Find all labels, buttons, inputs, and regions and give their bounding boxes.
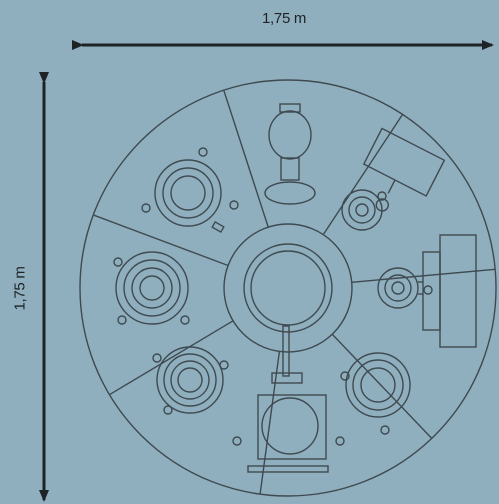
- hub-middle-ring: [243, 243, 333, 333]
- segment-divider: [93, 214, 229, 267]
- upper-left-ring-icon: [141, 147, 239, 234]
- right-machine-icon: [377, 234, 477, 348]
- outer-platform-circle: [79, 79, 497, 497]
- hub-inner-ring: [250, 250, 326, 326]
- lamp-icon: [264, 103, 316, 205]
- segment-divider: [331, 333, 433, 439]
- lower-left-ring-icon: [152, 346, 229, 415]
- segment-divider: [322, 114, 404, 235]
- height-dimension-label: 1,75 m: [11, 266, 29, 311]
- machine-icon: [362, 127, 446, 212]
- hub-outer-ring: [223, 223, 353, 353]
- segment-divider: [259, 351, 281, 495]
- box-icon: [232, 325, 345, 473]
- segment-divider: [223, 89, 269, 228]
- segment-dividers: [93, 89, 496, 495]
- width-dimension-label: 1,75 m: [262, 10, 307, 27]
- left-ring-icon: [113, 251, 190, 325]
- upper-right-ring-icon: [341, 189, 387, 231]
- lower-right-ring-icon: [340, 352, 411, 435]
- segment-divider: [109, 320, 234, 396]
